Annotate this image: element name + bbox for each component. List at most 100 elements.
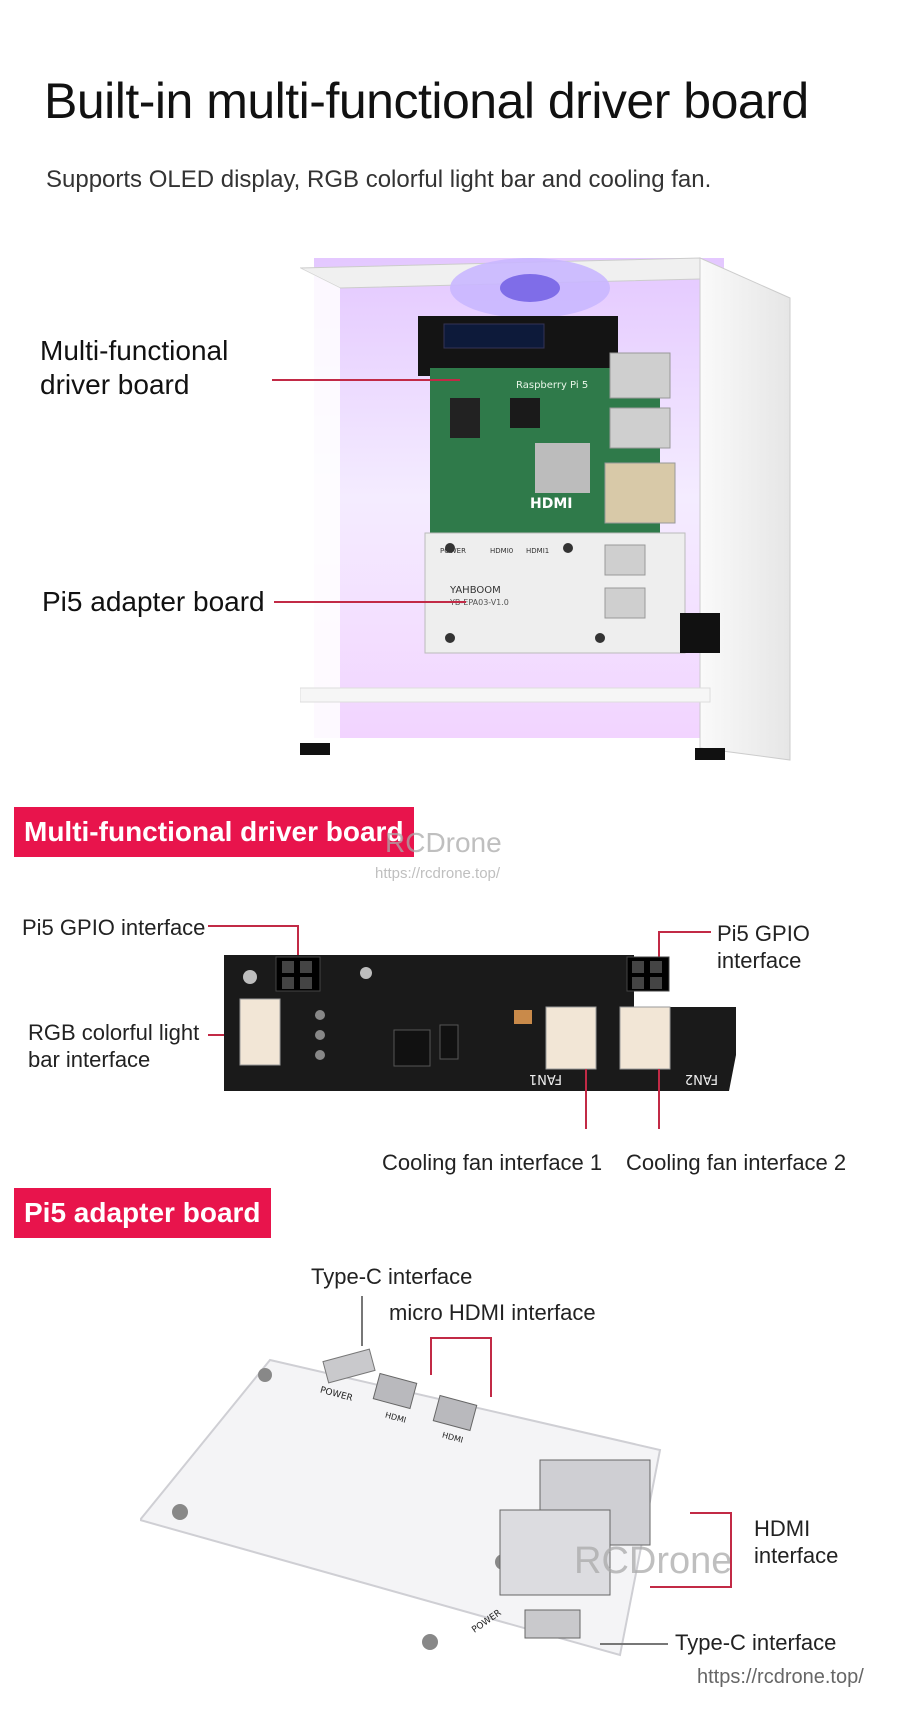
leader-line-hdmi: [730, 1512, 732, 1588]
chip-icon: [510, 398, 540, 428]
screw-icon: [445, 543, 455, 553]
label-hdmi-line1: HDMI: [754, 1516, 811, 1541]
pin-icon: [632, 977, 644, 989]
mcu-chip-icon: [393, 1029, 431, 1067]
page-subtitle: Supports OLED display, RGB colorful ligh…: [46, 166, 712, 193]
leader-line-gpio-right-v: [658, 931, 660, 971]
usb-port-icon: [609, 407, 671, 449]
screw-icon: [595, 633, 605, 643]
hdmi-port-icon: [604, 587, 646, 619]
chip-icon: [439, 1024, 459, 1060]
oled-screen: [443, 323, 545, 349]
label-gpio-right: Pi5 GPIO interface: [717, 920, 810, 974]
label-rgb-line2: bar interface: [28, 1047, 151, 1072]
mounting-hole-icon: [243, 970, 257, 984]
hdmi-port-icon: [604, 544, 646, 576]
pcb-label-fan2: FAN2: [685, 1071, 718, 1086]
leader-line-gpio-right: [659, 931, 711, 933]
typec-port-icon: [322, 1348, 376, 1384]
screw-icon: [445, 633, 455, 643]
capacitor-icon: [514, 1010, 532, 1024]
typec-port-icon: [524, 1609, 581, 1639]
fan2-connector: [619, 1006, 671, 1070]
label-gpio-right-line1: Pi5 GPIO: [717, 921, 810, 946]
watermark-brand: RCDrone: [385, 827, 502, 858]
label-driver-line1: Multi-functional: [40, 335, 229, 366]
via-icon: [315, 1010, 325, 1020]
case-left-wall: [300, 268, 340, 748]
leader-line-fan2: [658, 1069, 660, 1129]
label-driver-board: Multi-functional driver board: [40, 334, 228, 402]
mounting-hole-icon: [360, 967, 372, 979]
case-front-edge: [300, 687, 711, 703]
screw-icon: [563, 543, 573, 553]
ethernet-port-icon: [604, 462, 676, 524]
fan1-connector: [545, 1006, 597, 1070]
label-hdmi-line2: interface: [754, 1543, 839, 1568]
chip-icon: [450, 398, 480, 438]
pin-icon: [650, 977, 662, 989]
label-gpio-right-line2: interface: [717, 948, 802, 973]
label-adapter-board: Pi5 adapter board: [42, 586, 265, 617]
label-typec-top: Type-C interface: [311, 1264, 473, 1289]
banner-adapter-board: Pi5 adapter board: [14, 1188, 271, 1238]
adapter-board-photo: POWER HDMI HDMI POWER: [140, 1348, 662, 1657]
hdmi-port-icon: [499, 1509, 611, 1596]
adapter-model: YB-EPA03-V1.0: [449, 598, 509, 607]
via-icon: [315, 1050, 325, 1060]
leader-line-micro-hdmi-a: [430, 1337, 432, 1375]
label-fan1: Cooling fan interface 1: [382, 1150, 603, 1175]
label-rgb: RGB colorful light bar interface: [28, 1019, 199, 1073]
micro-hdmi-port-icon: [432, 1394, 478, 1432]
label-micro-hdmi: micro HDMI interface: [389, 1300, 596, 1325]
pin-icon: [632, 961, 644, 973]
leader-line-fan1: [585, 1069, 587, 1129]
pin-icon: [282, 961, 294, 973]
leader-line-micro-hdmi-b: [490, 1337, 492, 1397]
label-typec-bottom: Type-C interface: [675, 1630, 837, 1655]
watermark-url-bottom: https://rcdrone.top/: [697, 1666, 864, 1688]
leader-line-driver: [272, 379, 460, 381]
mounting-hole-icon: [422, 1634, 438, 1650]
label-hdmi: HDMI interface: [754, 1515, 838, 1569]
leader-line-typec-bottom: [600, 1643, 668, 1645]
leader-line-adapter: [274, 601, 466, 603]
side-port-icon: [680, 613, 720, 653]
pin-icon: [282, 977, 294, 989]
watermark-brand-2: RCDrone: [574, 1540, 733, 1582]
label-fan2: Cooling fan interface 2: [626, 1150, 847, 1175]
banner-driver-board: Multi-functional driver board: [14, 807, 414, 857]
leader-line-hdmi-b: [650, 1586, 732, 1588]
case-foot: [695, 748, 725, 760]
rgb-connector: [239, 998, 281, 1066]
pin-icon: [650, 961, 662, 973]
case-photo: Raspberry Pi 5 HDMI YAHBOOM YB-EPA03-V1.…: [300, 257, 791, 761]
label-gpio-left: Pi5 GPIO interface: [22, 915, 206, 940]
port-hdmi1-label: HDMI1: [526, 547, 549, 555]
mounting-hole-icon: [258, 1368, 272, 1382]
leader-line-micro-hdmi: [430, 1337, 492, 1339]
case-foot: [300, 743, 330, 755]
pcb-body: [224, 955, 736, 1091]
leader-line-hdmi-a: [690, 1512, 732, 1514]
label-driver-line2: driver board: [40, 369, 190, 400]
fan-hub-icon: [500, 274, 560, 302]
port-hdmi0-label: HDMI0: [490, 547, 513, 555]
via-icon: [315, 1030, 325, 1040]
micro-hdmi-port-icon: [372, 1372, 418, 1410]
leader-line-gpio-left: [208, 925, 298, 927]
driver-board-pcb: FAN1 FAN2: [224, 955, 736, 1091]
adapter-print: YAHBOOM: [449, 585, 501, 596]
pin-icon: [300, 961, 312, 973]
pin-icon: [300, 977, 312, 989]
mounting-hole-icon: [172, 1504, 188, 1520]
page-title: Built-in multi-functional driver board: [44, 73, 809, 129]
pcb-label-fan1: FAN1: [529, 1071, 562, 1086]
case-side: [699, 257, 791, 761]
hdmi-print: HDMI: [530, 496, 572, 512]
watermark-url: https://rcdrone.top/: [375, 865, 501, 882]
usb-port-icon: [609, 352, 671, 399]
board-print: Raspberry Pi 5: [516, 380, 588, 391]
label-rgb-line1: RGB colorful light: [28, 1020, 200, 1045]
soc-shield: [535, 443, 590, 493]
